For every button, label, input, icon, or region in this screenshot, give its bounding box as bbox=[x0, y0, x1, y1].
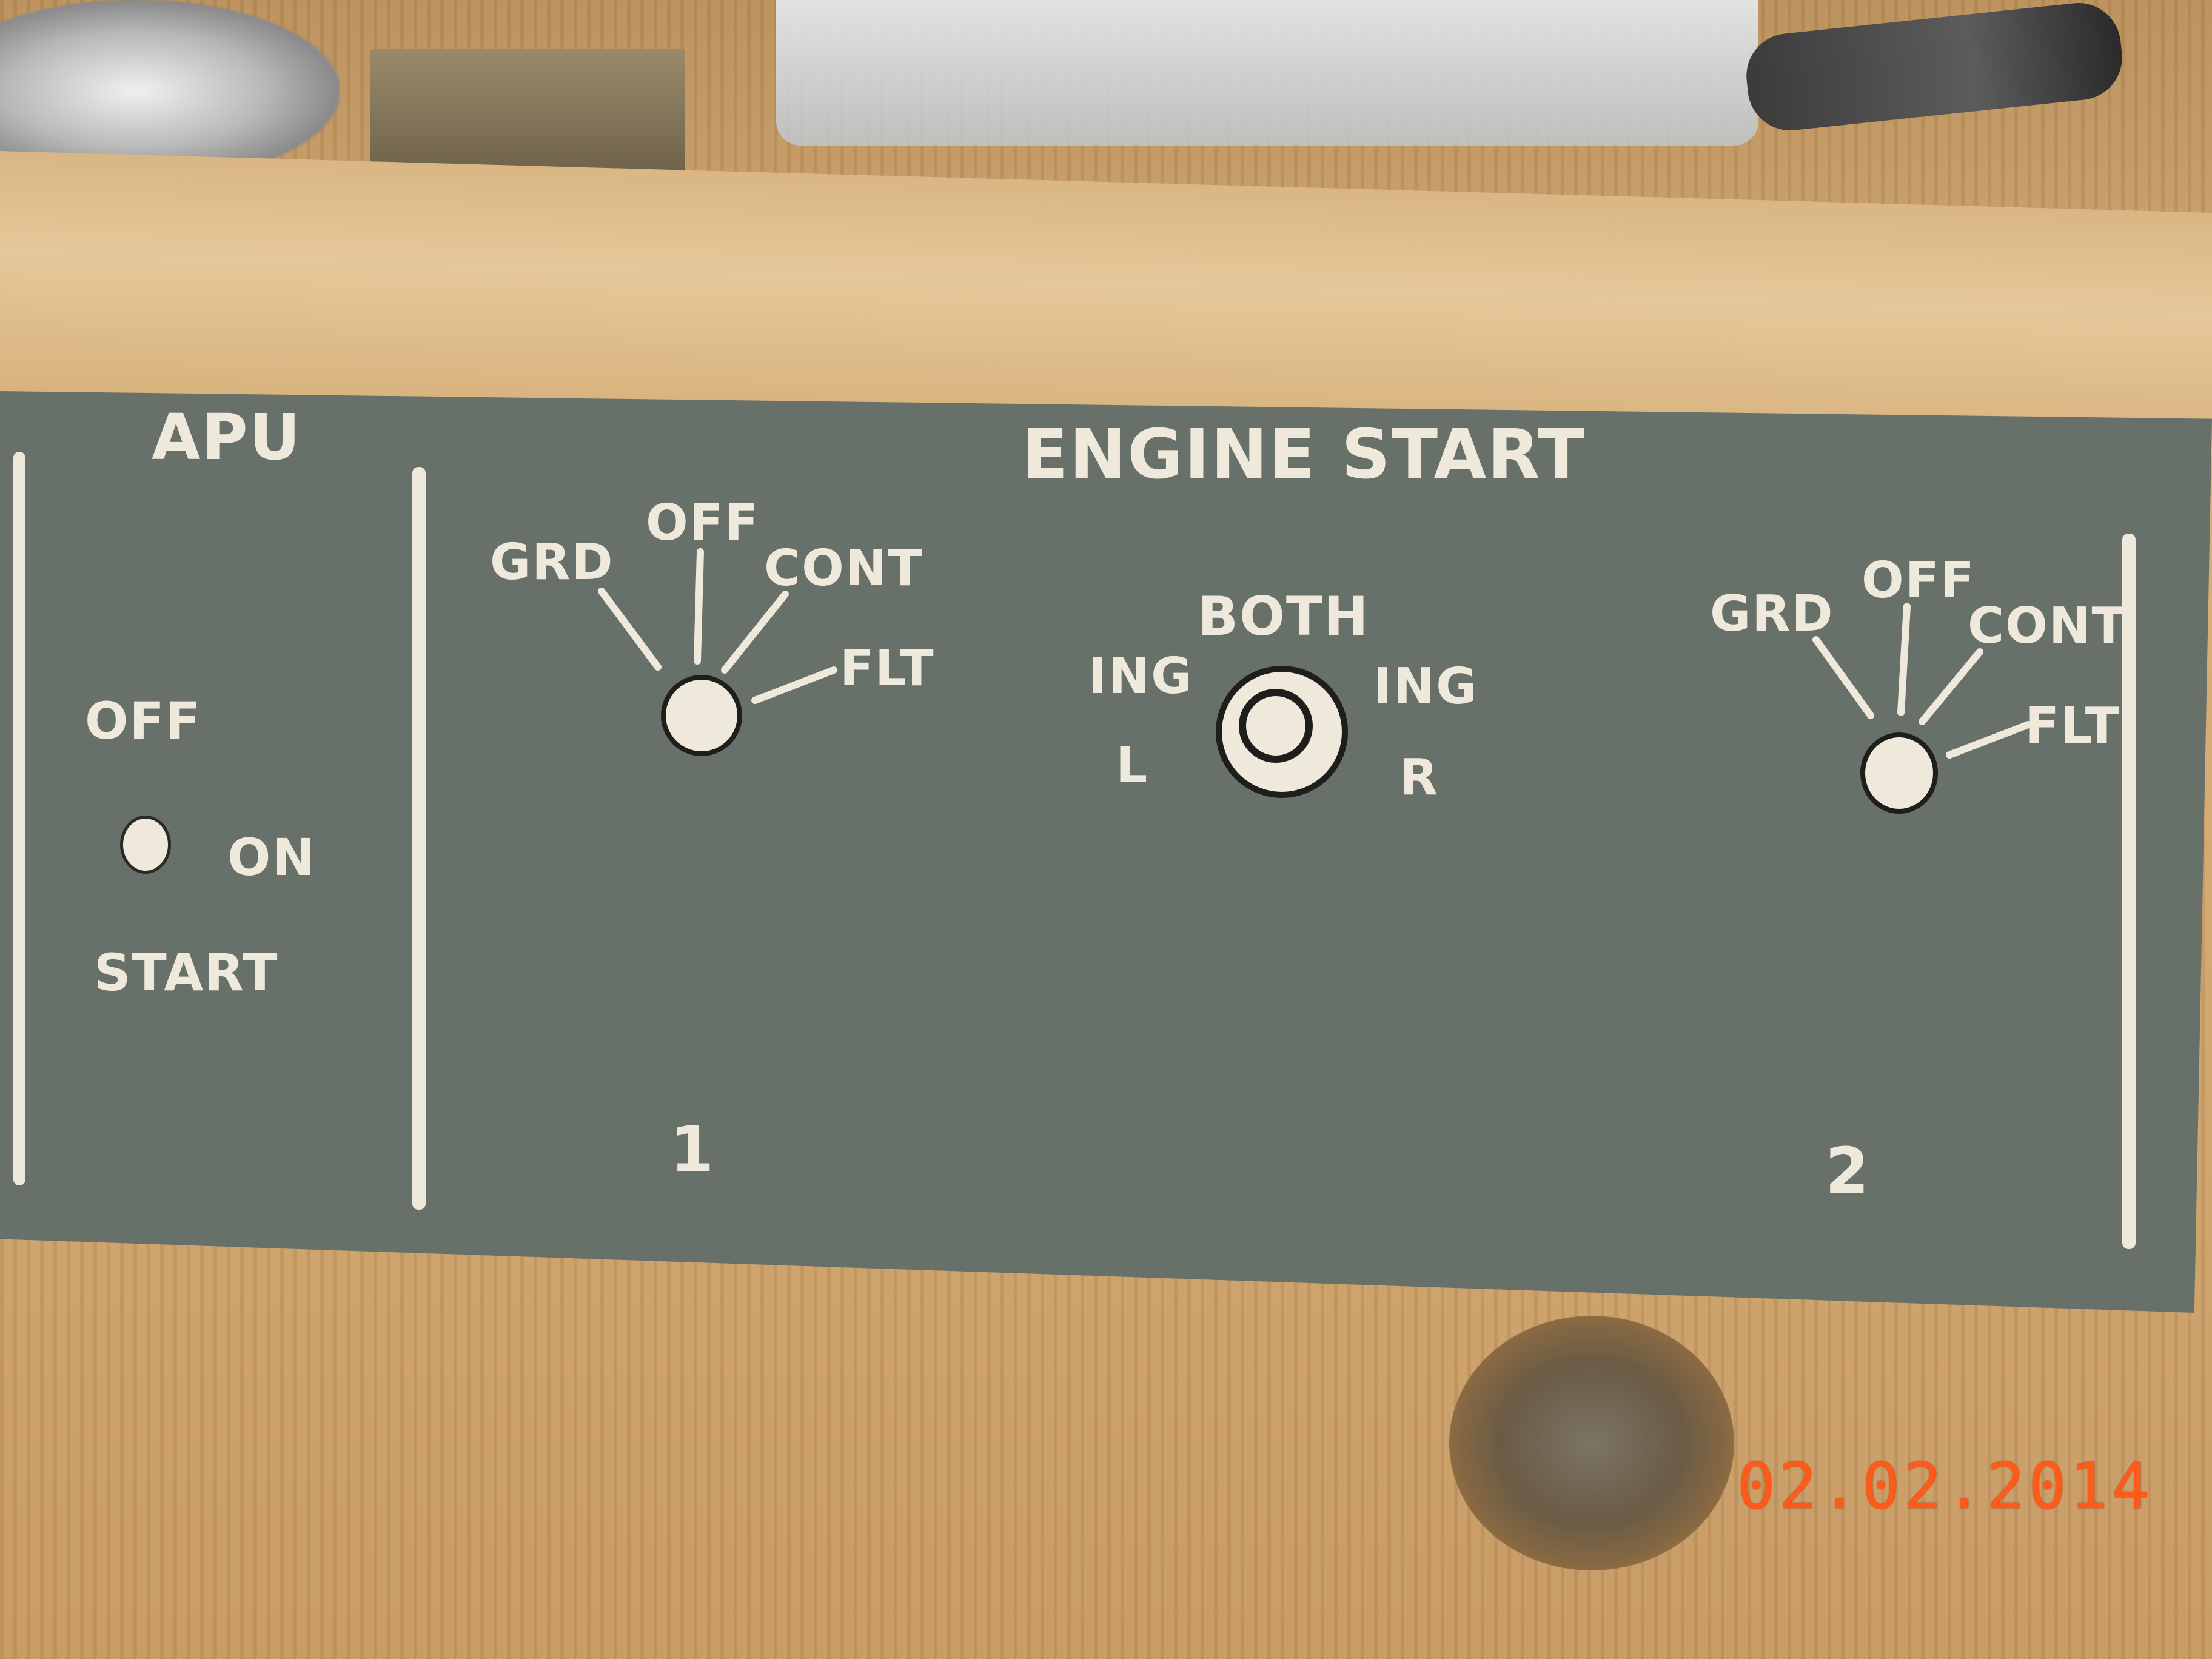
apu-off-label: OFF bbox=[85, 691, 202, 751]
overhead-panel bbox=[0, 391, 2212, 1313]
eng1-grd-label: GRD bbox=[490, 534, 614, 591]
eng2-flt-label: FLT bbox=[2025, 697, 2120, 755]
aluminum-foil bbox=[0, 0, 340, 182]
right-edge-line bbox=[2122, 534, 2136, 1249]
eng1-off-label: OFF bbox=[646, 494, 760, 552]
apu-title: APU bbox=[152, 400, 302, 474]
eng1-selector-knob[interactable] bbox=[661, 675, 742, 756]
engine-start-title: ENGINE START bbox=[1022, 415, 1586, 494]
eng1-off-tick bbox=[694, 548, 704, 665]
eng2-flt-tick bbox=[1946, 721, 2032, 759]
apu-start-label: START bbox=[94, 943, 279, 1002]
apu-switch[interactable] bbox=[120, 816, 171, 874]
eng1-cont-tick bbox=[721, 591, 789, 674]
eng2-cont-tick bbox=[1919, 648, 1983, 725]
ign-left-ing-label: ING bbox=[1088, 648, 1193, 705]
eng2-grd-tick bbox=[1812, 636, 1874, 719]
ign-right-label: R bbox=[1399, 749, 1439, 806]
plastic-parts-box bbox=[776, 0, 1758, 146]
camera-date-stamp: 02.02.2014 bbox=[1737, 1449, 2154, 1523]
apu-on-label: ON bbox=[227, 828, 316, 887]
ign-knob-inner-ring bbox=[1239, 689, 1313, 763]
eng1-grd-tick bbox=[598, 588, 662, 671]
eng1-cont-label: CONT bbox=[764, 540, 923, 597]
eng2-number: 2 bbox=[1825, 1134, 1871, 1208]
eng2-off-label: OFF bbox=[1862, 552, 1976, 609]
eng2-selector-knob[interactable] bbox=[1860, 732, 1938, 814]
eng2-off-tick bbox=[1897, 603, 1911, 716]
left-edge-line bbox=[13, 452, 25, 1185]
eng2-cont-label: CONT bbox=[1968, 597, 2127, 655]
eng1-flt-tick bbox=[751, 666, 837, 704]
wood-knot bbox=[1449, 1316, 1734, 1570]
eng1-flt-label: FLT bbox=[840, 640, 935, 697]
apu-divider-line bbox=[412, 467, 426, 1210]
ign-right-ing-label: ING bbox=[1373, 658, 1478, 716]
eng1-number: 1 bbox=[670, 1113, 716, 1187]
ign-both-label: BOTH bbox=[1198, 585, 1370, 648]
ign-left-label: L bbox=[1116, 737, 1149, 794]
ign-selector-knob[interactable] bbox=[1216, 666, 1348, 798]
metal-bracket bbox=[370, 49, 685, 176]
eng2-grd-label: GRD bbox=[1710, 585, 1834, 643]
